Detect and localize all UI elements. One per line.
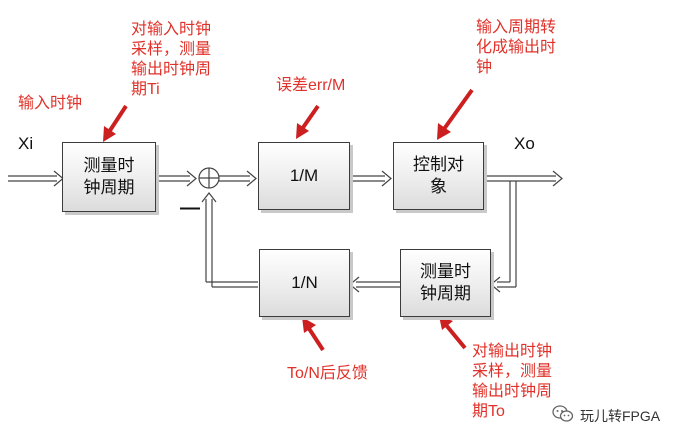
block-measure-input-period: 测量时 钟周期 <box>62 142 156 212</box>
annotation-error: 误差err/M <box>276 77 346 94</box>
block-measure-output-period: 测量时 钟周期 <box>400 249 491 317</box>
arrow-feedback-to-sum <box>201 192 258 288</box>
arrow-sum-to-forward <box>219 170 257 187</box>
red-pointer-arrow <box>103 104 128 142</box>
block-controlled-object: 控制对 象 <box>393 142 484 210</box>
arrow-measure-to-sum <box>156 170 197 187</box>
block-forward-gain: 1/M <box>258 142 350 210</box>
red-pointer-arrow <box>296 104 320 139</box>
annotation-sample-output: 对输出时钟 采样，测量 输出时钟周 期To <box>472 343 553 420</box>
wechat-icon <box>552 405 574 426</box>
arrow-branch-to-output-measure <box>490 181 517 293</box>
red-pointer-arrow <box>439 316 467 350</box>
red-pointer-arrow <box>437 88 474 140</box>
arrow-forward-to-object <box>350 170 392 187</box>
arrow-output-measure-to-feedback <box>349 276 400 293</box>
annotation-input-clock: 输入时钟 <box>18 95 83 112</box>
red-pointer-arrow <box>302 317 325 352</box>
watermark-text: 玩儿转FPGA <box>580 407 661 424</box>
watermark: 玩儿转FPGA <box>552 405 660 426</box>
sum-junction <box>198 167 220 189</box>
annotation-sample-input: 对输入时钟 采样，测量 输出时钟周 期Ti <box>131 21 212 98</box>
block-feedback-gain: 1/N <box>259 249 350 317</box>
annotation-period-convert: 输入周期转 化成输出时 钟 <box>476 19 557 76</box>
minus-sign: — <box>180 197 200 219</box>
output-signal-label: Xo <box>514 134 535 153</box>
annotation-feedback: To/N后反馈 <box>287 365 368 382</box>
arrow-xi-to-measure <box>8 170 64 187</box>
arrow-object-to-output <box>484 170 563 187</box>
input-signal-label: Xi <box>18 134 34 153</box>
